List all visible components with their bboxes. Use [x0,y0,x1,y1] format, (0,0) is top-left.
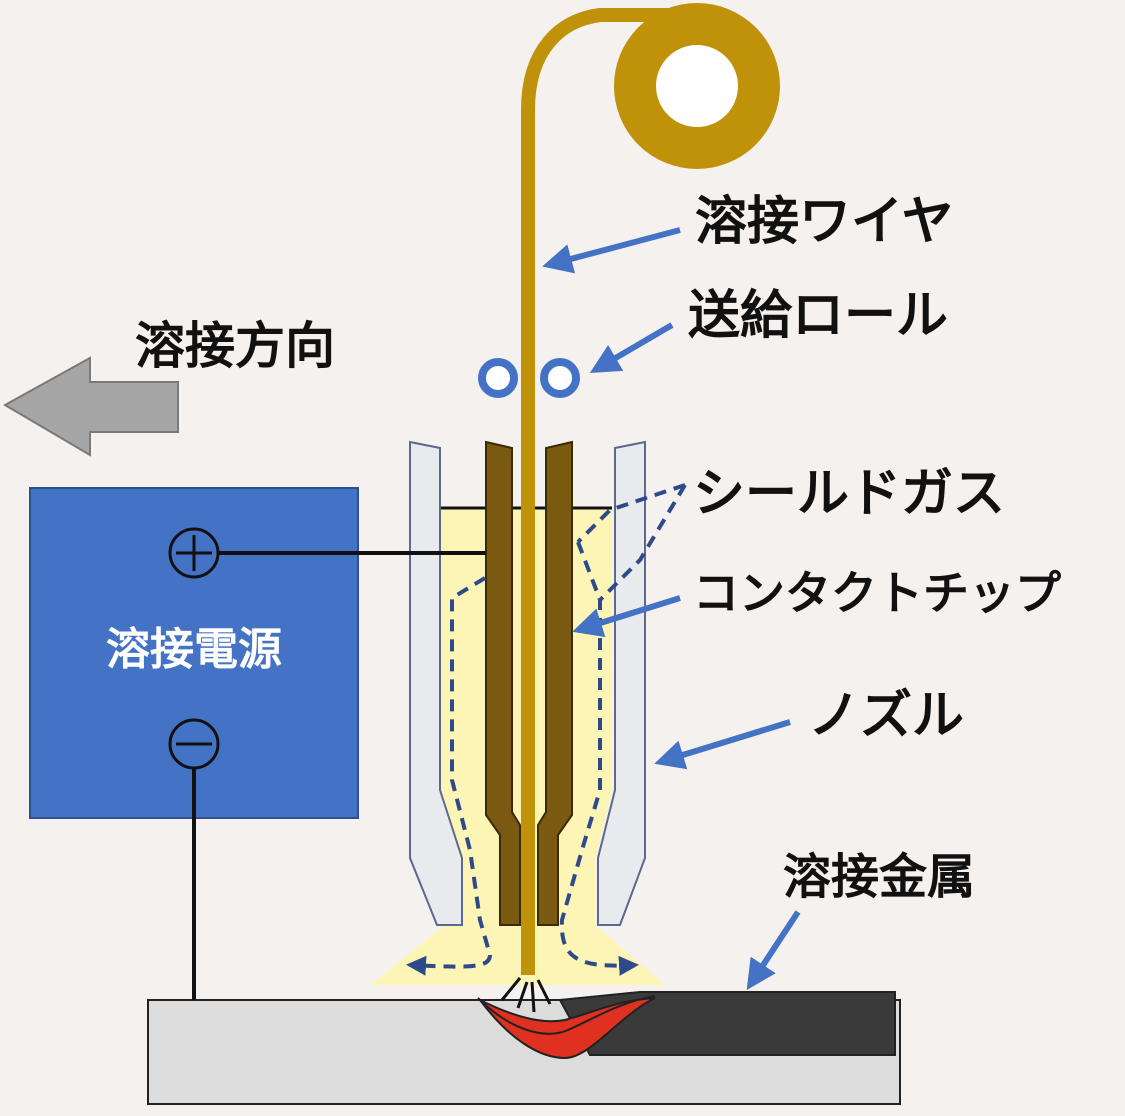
minus-terminal-icon [168,718,220,770]
feed-roll-left [478,358,518,398]
weld-surface-line [477,995,656,1035]
label-contact-tip: コンタクトチップ [693,566,1061,620]
nozzle-left-wall [409,440,463,926]
contact-tip-left [485,440,521,926]
label-welding-direction: 溶接方向 [135,317,335,375]
wire-spool [614,3,780,169]
gas-flow-lines [406,483,687,976]
label-nozzle: ノズル [808,686,965,746]
contact-tip-right [537,440,573,926]
left-arrow-icon [2,356,179,457]
label-welding-wire: 溶接ワイヤ [695,192,954,252]
plus-terminal-icon [168,527,220,579]
welding-wire [521,7,700,975]
label-power-source: 溶接電源 [106,624,282,675]
label-shield-gas: シールドガス [693,464,1006,524]
label-weld-metal: 溶接金属 [783,849,976,905]
arc-sparks [500,977,552,1013]
label-feed-roll: 送給ロール [688,286,949,346]
weld-metal-pool [479,997,656,1060]
pointer-arrows [542,227,801,991]
feed-roll-right [540,358,580,398]
nozzle-right-wall [597,440,646,926]
